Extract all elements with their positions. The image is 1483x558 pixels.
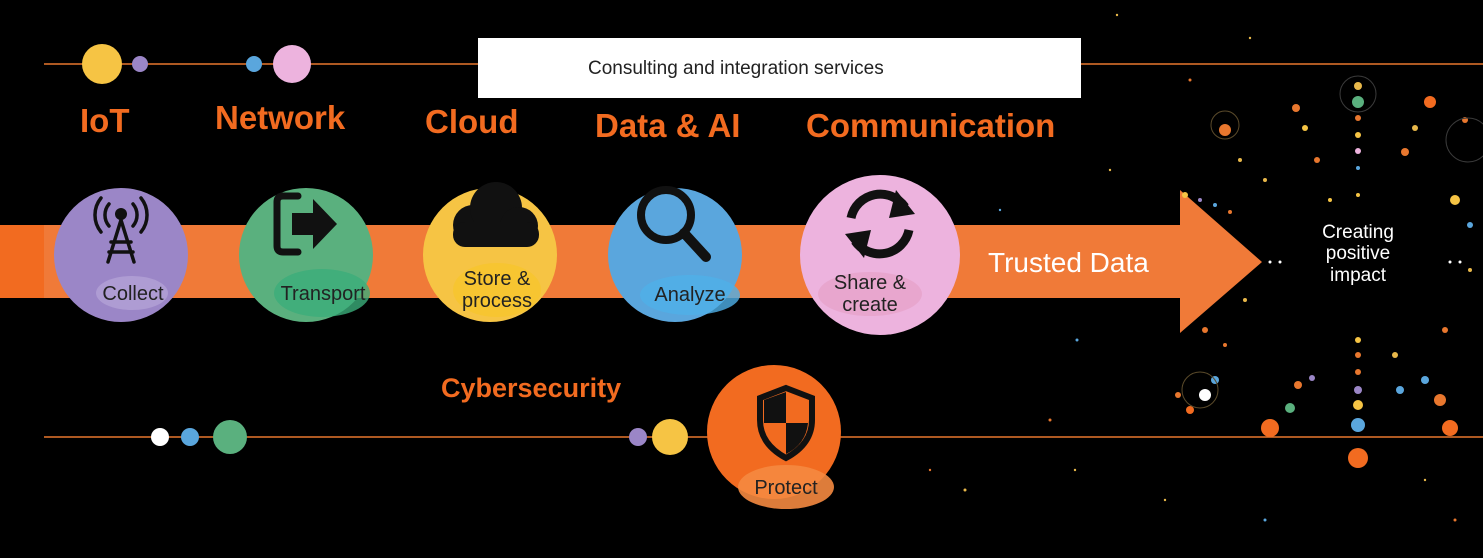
consulting-banner: Consulting and integration services (478, 38, 1081, 98)
protect-highlight (738, 465, 834, 509)
outcome-line2: positive (1325, 243, 1391, 265)
transport-highlight (274, 269, 370, 317)
category-communication: Communication (806, 107, 1056, 144)
share-highlight (818, 272, 922, 316)
shield-icon (757, 384, 815, 462)
outcome-line1: Creating (1322, 222, 1394, 243)
decorative-dots (82, 44, 688, 455)
starfield (928, 13, 1457, 522)
category-data-ai: Data & AI (595, 107, 741, 144)
cloud-icon (453, 182, 539, 247)
outcome-line3: impact (1330, 264, 1386, 286)
outcome-text: Creating positive impact (1300, 222, 1416, 286)
collect-label: Collect (102, 283, 164, 305)
analyze-highlight (640, 275, 740, 315)
share-create-label: Share & create (820, 272, 920, 317)
transfer-arrow-icon (273, 192, 337, 256)
analyze-label: Analyze (654, 284, 726, 306)
antenna-icon (93, 196, 149, 264)
protect-label: Protect (754, 477, 818, 499)
magnifier-icon (637, 186, 711, 262)
refresh-icon (845, 189, 915, 259)
category-iot: IoT (80, 102, 130, 139)
trusted-data-label: Trusted Data (988, 247, 1149, 278)
category-network: Network (215, 99, 346, 136)
store-highlight (453, 263, 541, 317)
banner-text: Consulting and integration services (588, 58, 884, 79)
share-create-line1: Share & (833, 272, 907, 294)
store-process-line1: Store & (463, 268, 531, 290)
collect-highlight (96, 276, 168, 310)
category-cloud: Cloud (425, 103, 519, 140)
arrow-tail (0, 225, 44, 298)
category-cybersecurity: Cybersecurity (441, 373, 622, 403)
impact-burst (1175, 75, 1483, 468)
share-create-line2: create (842, 294, 898, 317)
transport-label: Transport (280, 283, 366, 305)
store-process-label: Store & process (448, 268, 546, 313)
store-process-line2: process (461, 290, 533, 313)
